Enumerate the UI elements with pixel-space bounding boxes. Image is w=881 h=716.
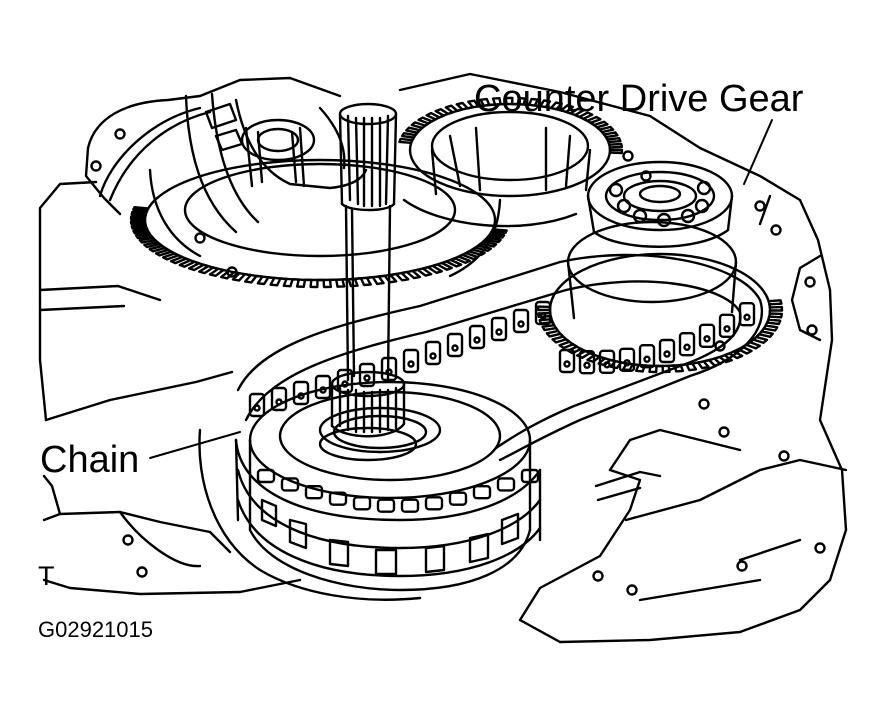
chain-link [256,468,276,484]
chain-pin [363,374,371,382]
chain-label: Chain [40,439,140,481]
chain-link [448,491,468,506]
transaxle-case [38,72,848,644]
chain-pin [495,328,503,336]
chain-pin [407,360,415,368]
chain-link [424,340,442,366]
drive-chain [234,253,763,578]
chain-link [512,308,530,334]
chain-link [304,485,324,500]
chain-link [248,392,266,418]
chain-link [678,332,696,357]
chain-pin [663,350,671,358]
chain-link [328,491,348,506]
chain-link [468,324,486,350]
chain-pin [473,336,481,344]
counter-drive-gear-label: Counter Drive Gear [474,78,804,120]
chain-pin [517,320,525,328]
chain-pin [563,360,571,368]
gear-icon [398,96,624,155]
chain-link [376,498,396,513]
counter-drive-gear-leader [743,119,773,185]
sprocket [198,380,532,601]
chain-pin [703,335,711,343]
chain-pin [623,359,631,367]
chain-pin [743,313,751,321]
chain-link [718,313,736,338]
chain-pin [429,352,437,360]
chain-link [270,386,288,412]
chain-pin [583,361,591,369]
chain-link [402,348,420,374]
chain-link [578,350,596,375]
chain-link [598,349,616,374]
chain-links [248,300,756,513]
figure-code-label: G02921015 [38,617,153,642]
chain-link [698,323,716,348]
chain-link [496,477,516,492]
chain-pin [643,355,651,363]
chain-link [424,496,444,511]
chain-pin [253,404,261,412]
chain-link [618,347,636,372]
chain-link [658,338,676,364]
main-shaft [318,102,418,462]
view-code-label: T [38,561,55,591]
chain-pin [451,344,459,352]
mid-helical-gear [398,96,624,228]
chain-link [738,302,756,327]
chain-link [534,300,552,326]
chain-link [358,362,376,388]
chain-link [352,496,372,511]
chain-link [400,498,420,513]
chain-link [558,348,576,374]
chain-link [490,316,508,342]
chain-link [638,344,656,369]
chain-icon [236,253,763,462]
chain-pin [539,312,547,320]
callout-leaders [149,119,773,459]
gear-icon [129,206,508,289]
chain-pin [723,325,731,333]
chain-link [472,485,492,500]
chain-link [446,332,464,358]
chain-pin [683,343,691,351]
counter-drive-gear [536,160,784,374]
shaft-icon [318,102,418,462]
chain-leader [149,431,241,459]
chain-pin [603,361,611,369]
